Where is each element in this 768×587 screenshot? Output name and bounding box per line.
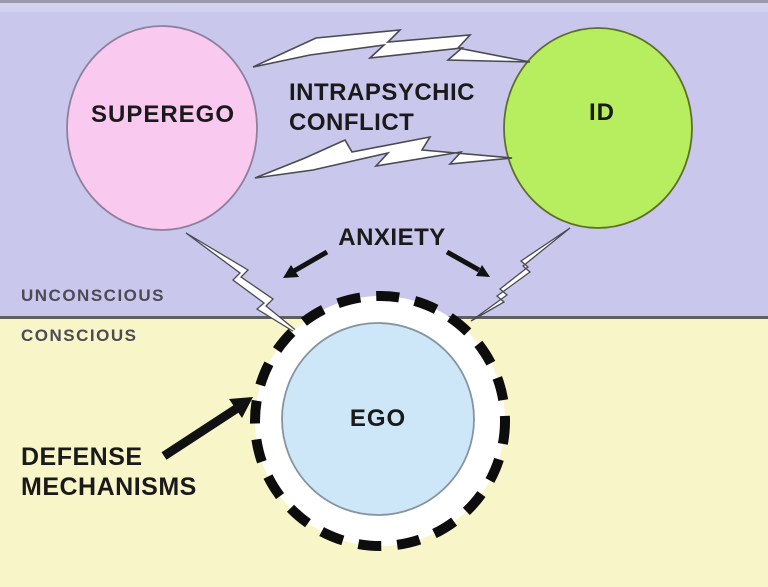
intrapsychic-conflict-line2: CONFLICT [289,109,415,136]
defense-mechanisms-line1: DEFENSE [21,443,143,471]
superego-to-ego-lightning-icon [185,232,310,342]
superego-ellipse [66,25,258,231]
defense-mechanisms-label: DEFENSE MECHANISMS [21,442,197,502]
top-highlight-strip [0,3,768,12]
conflict-lightning-bolt-top-icon [252,28,531,68]
defense-mechanisms-line2: MECHANISMS [21,473,197,501]
id-label: ID [589,99,615,126]
anxiety-arrow-right-icon [445,249,490,277]
intrapsychic-conflict-line1: INTRAPSYCHIC [289,79,476,106]
top-border-line [0,0,768,3]
conflict-lightning-bolt-bottom-icon [254,135,513,179]
id-ellipse [503,27,693,229]
anxiety-label: ANXIETY [338,224,446,251]
unconscious-region-label: UNCONSCIOUS [21,286,166,305]
anxiety-arrow-left-icon [283,249,329,278]
id-to-ego-lightning-icon [470,227,571,322]
ego-circle [281,322,475,516]
conscious-region-label: CONSCIOUS [21,326,138,345]
ego-label: EGO [349,405,407,432]
intrapsychic-conflict-label: INTRAPSYCHIC CONFLICT [289,78,475,138]
superego-label: SUPEREGO [90,101,236,128]
defense-mechanisms-arrow-icon [161,397,253,460]
